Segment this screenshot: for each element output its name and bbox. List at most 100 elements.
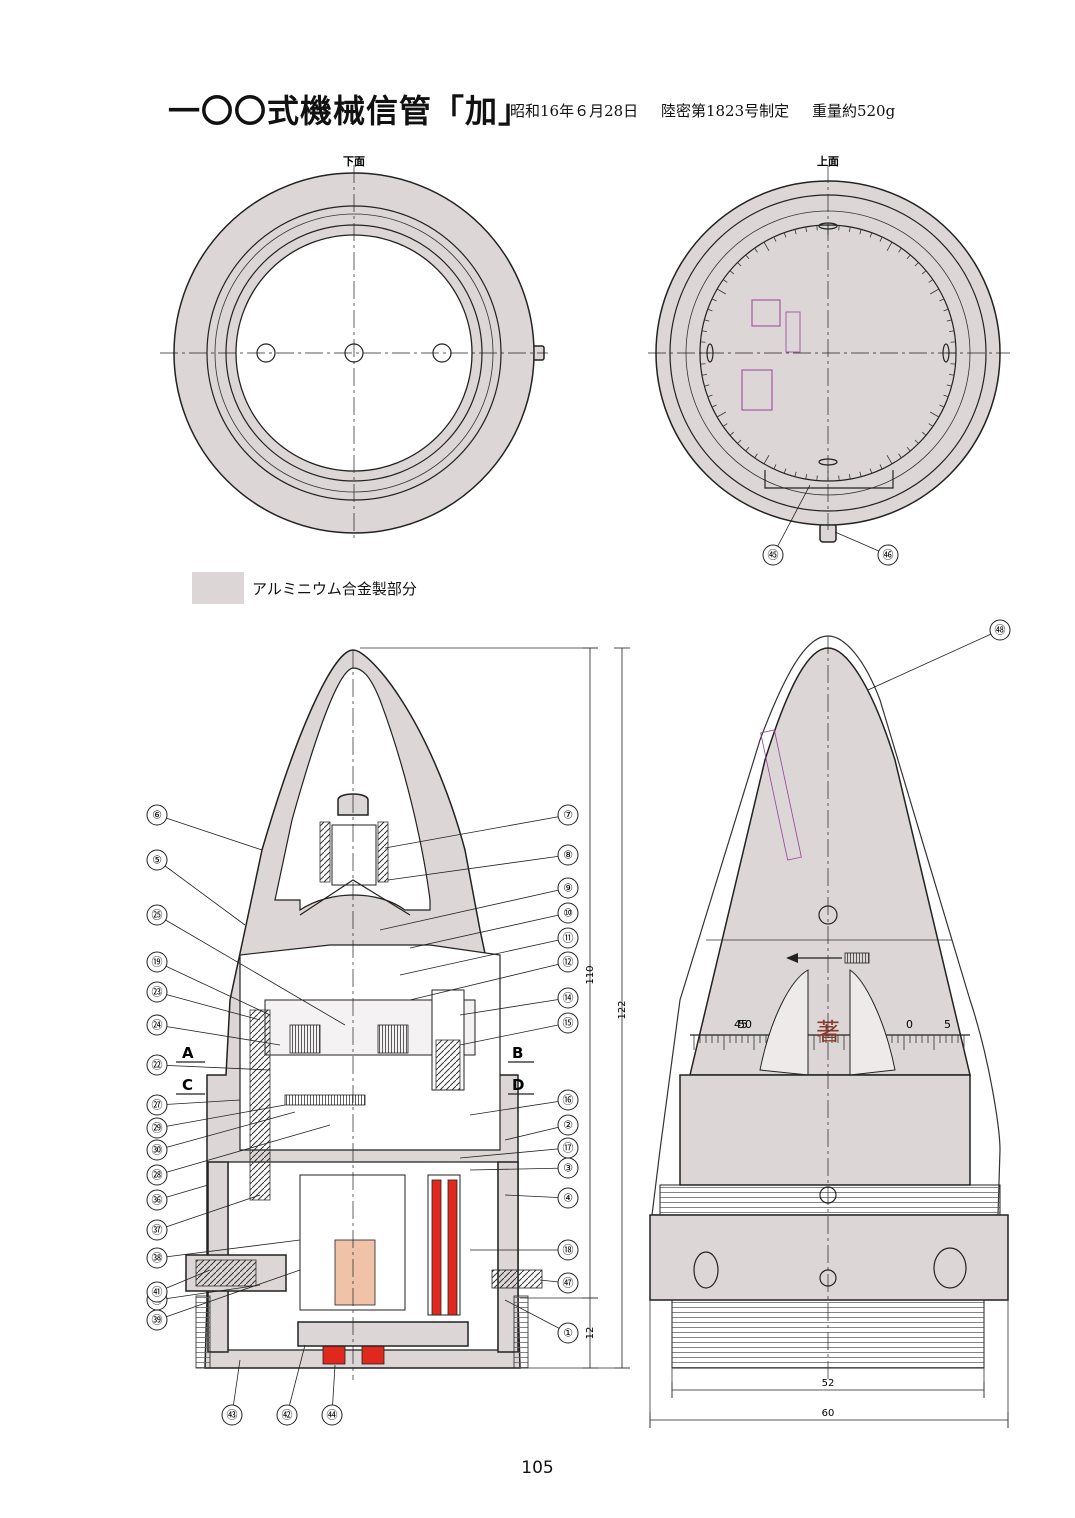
- section-nose-cavity: [274, 667, 431, 912]
- callout-37: ㊻: [834, 531, 899, 566]
- dial-tick: [737, 439, 742, 444]
- dial-tick: [711, 404, 717, 408]
- callout-1: ①: [504, 1299, 579, 1344]
- exterior-stamp: [760, 729, 802, 861]
- callout-circle: [557, 1114, 579, 1136]
- callout-label: ㊱: [152, 1194, 163, 1207]
- callout-circle: [557, 1137, 579, 1159]
- callout-leader: [384, 814, 569, 849]
- callout-leader: [459, 997, 569, 1016]
- section-mark-d: D: [512, 1076, 524, 1094]
- dim-60-label: 60: [822, 1408, 835, 1419]
- dial-tick: [946, 384, 952, 387]
- dial-tick: [704, 384, 710, 387]
- dial-tick: [794, 471, 797, 477]
- top-stamp-marking: [741, 299, 801, 411]
- callout-leader: [156, 1194, 261, 1231]
- callout-7: ⑦: [384, 804, 579, 849]
- callout-35: ㊹: [321, 1364, 343, 1426]
- dial-tick: [701, 373, 707, 376]
- dial-tick: [763, 241, 770, 252]
- callout-circle: [557, 844, 579, 866]
- exterior-view: 45 50 0 5 著 52 60: [649, 635, 1009, 1428]
- part-callouts: ①②③④⑤⑥⑦⑧⑨⑩⑪⑫⑭⑮⑯⑰⑱⑲㉒㉓㉔㉕㉗㉘㉙㉚㊱㊲㊳㊴㊵㊶㊷㊸㊹㊺㊻㊼㊽: [146, 484, 1011, 1426]
- callout-leader: [469, 1167, 569, 1171]
- section-striker-housing: [331, 824, 377, 886]
- dial-tick: [898, 453, 902, 459]
- page-number: 105: [521, 1458, 554, 1478]
- callout-circle: [557, 902, 579, 924]
- section-mark-a: A: [182, 1044, 194, 1062]
- callout-leader: [399, 937, 569, 976]
- legend-swatch: [192, 572, 244, 604]
- callout-label: ㉘: [152, 1169, 163, 1182]
- callout-label: ㊶: [152, 1286, 163, 1299]
- top-view: 上面: [648, 154, 1010, 543]
- callout-label: ㊷: [282, 1409, 293, 1422]
- callout-circle: [276, 1404, 298, 1426]
- callout-label: ㊼: [563, 1277, 574, 1290]
- dial-tick: [921, 270, 927, 275]
- callout-leader: [156, 1104, 286, 1129]
- callout-circle: [557, 951, 579, 973]
- dial-tick: [946, 319, 952, 322]
- dial-tick: [914, 439, 919, 444]
- callout-9: ⑨: [379, 877, 579, 931]
- exterior-body-upper: [679, 1074, 971, 1186]
- callout-label: ⑪: [563, 932, 574, 945]
- dial-tick: [869, 468, 873, 474]
- section-red-column-left: [431, 1179, 442, 1316]
- subtitle-date: 昭和16年６月28日: [510, 102, 639, 120]
- section-column-spring: [435, 1039, 461, 1091]
- dial-tick: [943, 308, 949, 312]
- callout-label: ㉒: [152, 1059, 163, 1072]
- section-gear-right: [377, 1024, 409, 1054]
- dial-tick: [914, 262, 919, 267]
- callout-leader: [459, 1147, 569, 1159]
- section-mark-c: C: [182, 1076, 193, 1094]
- callout-label: ⑨: [563, 882, 573, 895]
- callout-label: ③: [563, 1162, 573, 1175]
- subtitle: 昭和16年６月28日 陸密第1823号制定 重量約520g: [510, 100, 913, 121]
- section-gear-left: [289, 1024, 321, 1054]
- dim-110-label: 110: [585, 965, 596, 984]
- callout-25: ㉙: [146, 1104, 286, 1139]
- dial-tick: [754, 247, 758, 253]
- callout-label: ㉕: [152, 909, 163, 922]
- exterior-scale-5: 5: [944, 1018, 951, 1031]
- dial-tick: [773, 236, 777, 242]
- callout-4: ④: [504, 1187, 579, 1209]
- callout-circle: [146, 1247, 168, 1269]
- callout-label: ㊳: [152, 1252, 163, 1265]
- callout-leader: [156, 1111, 296, 1151]
- callout-label: ⑲: [152, 956, 163, 969]
- callout-label: ㊴: [152, 1314, 163, 1327]
- dial-tick: [737, 262, 742, 267]
- exterior-side-port-right: [933, 1247, 967, 1289]
- callout-circle: [146, 1189, 168, 1211]
- dial-tick: [869, 232, 873, 238]
- dial-tick: [929, 411, 940, 418]
- callout-circle: [146, 904, 168, 926]
- callout-label: ㊲: [152, 1224, 163, 1237]
- callout-leader: [504, 1299, 569, 1334]
- callout-label: ⑭: [563, 992, 574, 1005]
- dial-tick: [906, 254, 911, 260]
- callout-leader: [459, 1022, 569, 1046]
- callout-circle: [146, 1014, 168, 1036]
- callout-label: ②: [563, 1119, 573, 1132]
- dial-tick: [716, 288, 727, 295]
- callout-circle: [762, 544, 784, 566]
- callout-label: ④: [563, 1192, 573, 1205]
- callout-circle: [146, 1219, 168, 1241]
- callout-21: ㉔: [146, 1014, 281, 1046]
- callout-8: ⑧: [387, 844, 579, 881]
- exterior-arrow-hatch: [844, 952, 870, 964]
- callout-leader: [156, 961, 271, 1016]
- callout-12: ⑫: [409, 951, 579, 1001]
- callout-leader: [156, 1239, 301, 1259]
- exterior-window-left: [759, 969, 809, 1076]
- callout-circle: [557, 1012, 579, 1034]
- dial-tick: [716, 411, 727, 418]
- callout-label: ⑱: [563, 1244, 574, 1257]
